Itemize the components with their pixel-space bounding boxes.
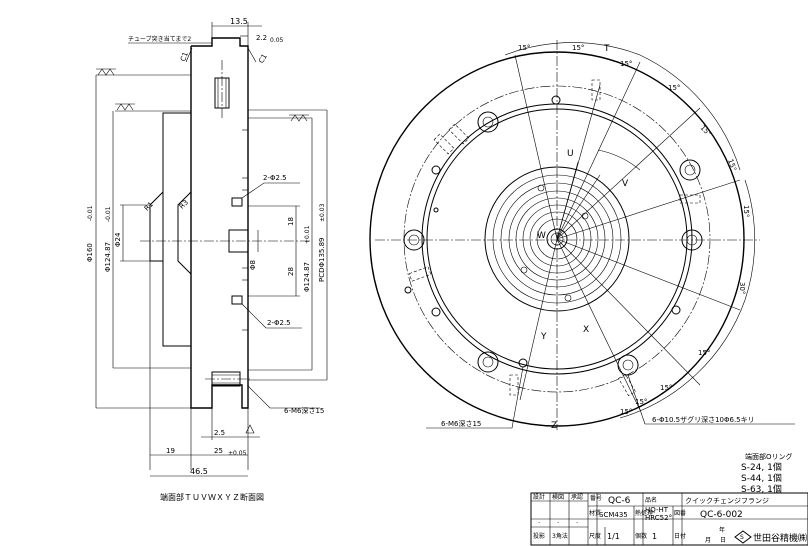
- tb-dot: ·: [576, 519, 578, 527]
- oring-note: 端面部Oリング S-24, 1個 S-44, 1個 S-63, 1個: [741, 452, 793, 495]
- tb-h-design: 設計: [533, 493, 545, 501]
- letter-x: X: [583, 325, 589, 335]
- angle-label: 15°: [572, 44, 584, 52]
- tb-label-material: 材質: [589, 509, 601, 517]
- angle-label: 15°: [668, 84, 680, 92]
- phi-124-87-left-tol: -0.01: [105, 206, 112, 222]
- hole-note-top: 2-Φ2.5: [263, 174, 287, 182]
- angle-label: 15°: [699, 124, 713, 138]
- tb-h-check: 検図: [552, 493, 564, 501]
- note-counterbore: 6-Φ10.5ザグリ深さ10Φ6.5キリ: [652, 415, 755, 424]
- tb-dot: ·: [538, 519, 540, 527]
- tb-treatment-1: HQ-HT: [645, 506, 669, 514]
- tb-dot: ·: [557, 519, 559, 527]
- oring-line: S-63, 1個: [741, 483, 782, 495]
- angle-label: 15°: [518, 44, 530, 52]
- tb-label-treat: 熱処理: [635, 509, 653, 517]
- m6-note-side: 6-M6深さ15: [284, 406, 324, 415]
- letter-t: T: [603, 44, 610, 54]
- tube-note: チューブ突き当てまで2: [128, 35, 191, 43]
- letter-y: Y: [540, 332, 547, 342]
- dim-18: 18: [287, 217, 295, 226]
- tb-label-projection: 投影: [533, 532, 545, 540]
- chamfer-c1-left: C1: [179, 51, 190, 63]
- tb-label-name: 品名: [645, 496, 657, 504]
- angle-label: 15°: [742, 205, 750, 217]
- dim-19: 19: [166, 447, 175, 455]
- oring-line: S-24, 1個: [741, 461, 782, 473]
- tb-scale: 1/1: [607, 532, 620, 541]
- note-m6-front: 6-M6深さ15: [441, 419, 481, 428]
- angle-label: 15°: [620, 408, 632, 416]
- tb-treatment-2: HRC52°: [645, 514, 672, 522]
- pcd-tol: ±0.03: [319, 203, 326, 222]
- radius-r3: R3: [178, 198, 190, 210]
- tb-label-date: 日付: [674, 532, 686, 540]
- phi-124-87-right-tol: +0.01: [304, 225, 311, 244]
- tb-material: SCM435: [599, 511, 628, 519]
- phi-124-87-left: Φ124.87: [104, 242, 112, 272]
- letter-z: Z: [551, 421, 557, 431]
- chamfer-c1-right: C1: [257, 53, 269, 65]
- tb-company: 世田谷精機㈱: [753, 532, 807, 544]
- angle-label: 15°: [726, 158, 738, 172]
- tb-projection: 3角法: [552, 532, 568, 540]
- tb-part-name: クイックチェンジフランジ: [685, 497, 769, 505]
- tb-label-figno: 図番: [674, 510, 686, 517]
- angle-label: 15°: [635, 398, 647, 406]
- phi-8: Φ8: [249, 260, 257, 270]
- tb-label-no: 番号: [590, 495, 602, 502]
- angle-label: 15°: [620, 60, 632, 68]
- front-view: 15° 15° 15° 15° 15° 15° 15° 30° 15° 15° …: [369, 40, 795, 431]
- phi-160-tol: -0.01: [87, 205, 94, 221]
- pcd: PCDΦ135.89: [318, 237, 326, 282]
- letter-u: U: [567, 149, 574, 159]
- dim-46-5: 46.5: [190, 467, 208, 476]
- tb-label-qty: 個数: [635, 532, 647, 540]
- tb-qty: 1: [652, 532, 657, 541]
- dim-13-5: 13.5: [230, 17, 248, 26]
- hub-profile: [149, 112, 191, 347]
- angle-label: 15°: [660, 384, 672, 392]
- dim-2-2: 2.2: [256, 34, 267, 42]
- tb-date-day: 日: [720, 537, 726, 544]
- title-block: 設計 検図 承認 番号 QC-6 品名 クイックチェンジフランジ 材質 SCM4…: [530, 492, 808, 546]
- hole-note-bottom: 2-Φ2.5: [267, 319, 291, 327]
- bolt-holes: [403, 111, 703, 376]
- tb-date-month: 月: [705, 537, 711, 544]
- dim-28: 28: [287, 267, 295, 276]
- tb-h-approve: 承認: [571, 493, 583, 501]
- tb-drawing-no: QC-6: [608, 496, 631, 506]
- tb-fig-no: QC-6-002: [700, 510, 743, 520]
- side-section-view: 13.5 2.2 0.05 チューブ突き当てまで2 C1 C1 Φ160 -0.…: [86, 17, 328, 502]
- tb-date-year: 年: [719, 526, 725, 534]
- angle-label: 30°: [738, 282, 746, 294]
- dim-2-2-tol: 0.05: [270, 37, 284, 44]
- phi-160: Φ160: [86, 243, 94, 262]
- dim-25: 25: [214, 447, 223, 455]
- hidden-bores: [408, 79, 701, 397]
- phi-124-87-right: Φ124.87: [303, 262, 311, 292]
- svg-text:S: S: [740, 534, 744, 541]
- oring-line: S-44, 1個: [741, 472, 782, 484]
- tb-label-scale: 尺度: [589, 532, 601, 540]
- dim-2-5: 2.5: [214, 429, 225, 437]
- phi-24: Φ24: [114, 232, 122, 247]
- angle-label: 15°: [698, 349, 710, 357]
- dim-25-tol: ±0.05: [228, 450, 247, 457]
- letter-v: V: [622, 179, 629, 189]
- oring-title: 端面部Oリング: [745, 452, 793, 461]
- section-caption: 端面部ＴＵＶＷＸＹＺ断面図: [160, 492, 264, 502]
- side-outline: [190, 37, 249, 409]
- letter-w: W: [537, 231, 546, 241]
- company-logo-icon: S: [734, 530, 752, 544]
